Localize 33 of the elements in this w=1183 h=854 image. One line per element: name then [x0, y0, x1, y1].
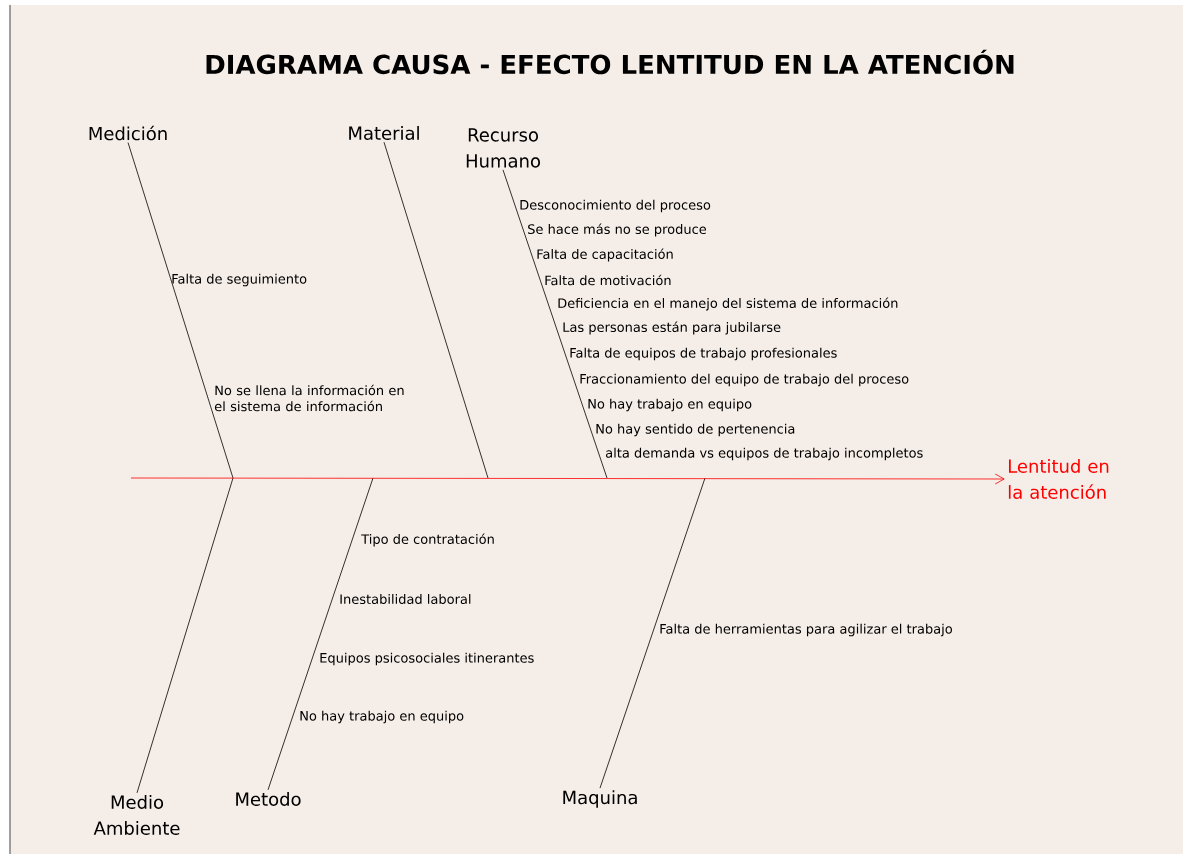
spine-arrow — [130, 473, 1005, 485]
cause-label: Inestabilidad laboral — [340, 593, 471, 605]
category-label: Medición — [89, 125, 167, 141]
bone-line — [383, 141, 489, 479]
category-label: Metodo — [236, 792, 301, 806]
bone-line — [267, 477, 374, 791]
effect-label: Lentitud en la atención — [1008, 459, 1109, 499]
category-label: Recurso Humano — [466, 128, 540, 168]
cause-label: No hay trabajo en equipo — [300, 710, 464, 724]
cause-label: Falta de seguimiento — [172, 273, 307, 287]
title: DIAGRAMA CAUSA - EFECTO LENTITUD EN LA ATENCIÓN — [206, 49, 1014, 75]
cause-label: Falta de herramientas para agilizar el trabajo — [660, 623, 952, 637]
cause-label: Falta de capacitación — [537, 248, 673, 262]
bone-line — [502, 169, 608, 479]
cause-label: No hay trabajo en equipo — [588, 398, 752, 412]
bone-line — [127, 142, 234, 479]
cause-label: Las personas están para jubilarse — [563, 321, 781, 335]
cause-label: Deficiencia en el manejo del sistema de información — [558, 297, 898, 311]
cause-label: Falta de equipos de trabajo profesionales — [570, 347, 837, 361]
cause-label: Se hace más no se produce — [528, 223, 707, 237]
cause-label: Tipo de contratación — [361, 533, 494, 547]
cause-label: alta demanda vs equipos de trabajo incompletos — [606, 447, 923, 461]
bone-line — [136, 477, 234, 794]
cause-label: Fraccionamiento del equipo de trabajo del proceso — [580, 373, 909, 387]
cause-label: Falta de motivación — [545, 274, 671, 286]
category-label: Medio Ambiente — [93, 795, 180, 835]
cause-label: No hay sentido de pertenencia — [596, 423, 795, 437]
cause-label: Desconocimiento del proceso — [520, 199, 711, 213]
cause-label: No se llena la información en el sistema de información — [214, 384, 404, 412]
bone-line — [599, 477, 706, 789]
cause-label: Equipos psicosociales itinerantes — [320, 652, 534, 666]
category-label: Material — [349, 126, 419, 140]
category-label: Maquina — [563, 790, 637, 808]
